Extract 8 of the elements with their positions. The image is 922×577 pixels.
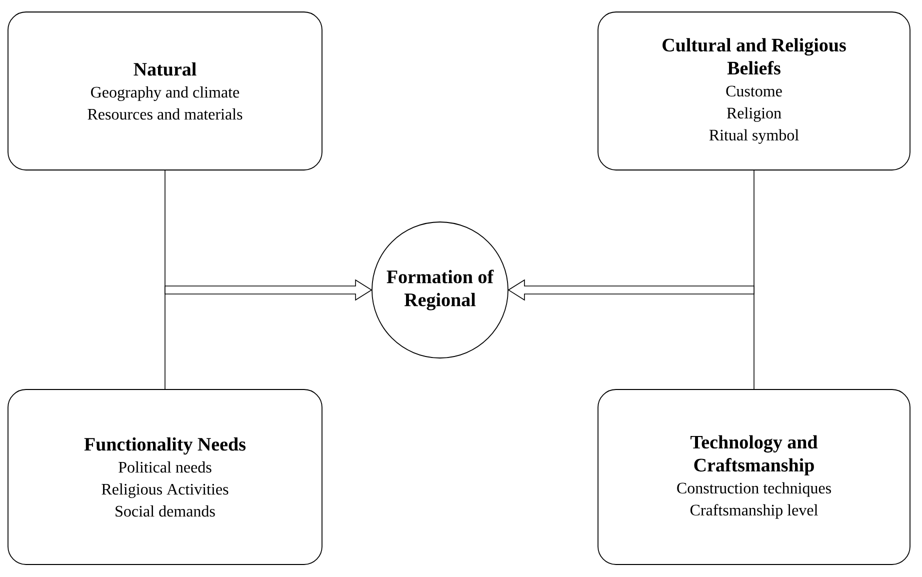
connector-line xyxy=(164,170,166,390)
circle-node: Formation of Regional xyxy=(372,222,508,358)
rounded-box: Cultural and Religious Beliefs Custome Religion Ritual symbol xyxy=(598,12,910,170)
hollow-arrow xyxy=(508,279,754,301)
rounded-box: Functionality Needs Political needs Religious Activities Social demands xyxy=(8,389,322,565)
rounded-box: Natural Geography and climate Resources and materials xyxy=(8,12,322,170)
rounded-box: Technology and Craftsmanship Construction techniques Craftsmanship level xyxy=(598,389,910,565)
hollow-arrow xyxy=(164,279,372,301)
